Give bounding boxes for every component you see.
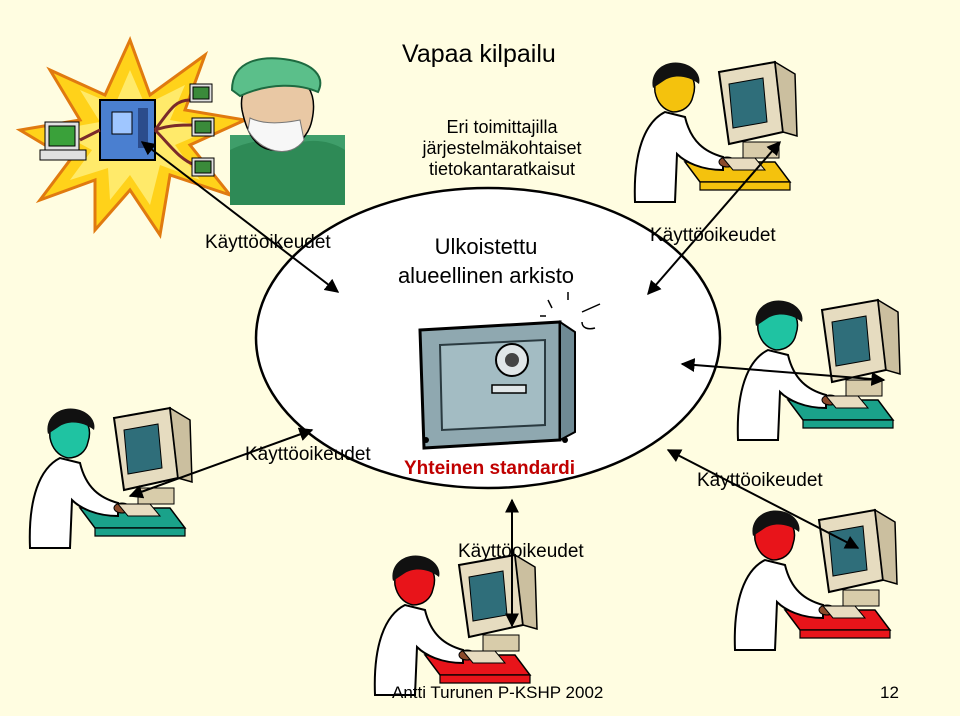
server-network-icon bbox=[39, 83, 215, 177]
subtitle-text: Eri toimittajilla järjestelmäkohtaiset t… bbox=[402, 117, 602, 180]
access-rights-label-left: Käyttöoikeudet bbox=[245, 444, 371, 465]
safe-icon bbox=[418, 292, 601, 450]
access-rights-label-bottom-right: Käyttöoikeudet bbox=[697, 470, 823, 491]
arrow-top-right bbox=[647, 140, 781, 296]
access-rights-label-bottom: Käyttöoikeudet bbox=[458, 541, 584, 562]
archive-label-line: Ulkoistettu bbox=[434, 234, 538, 259]
footer-author: Antti Turunen P-KSHP 2002 bbox=[392, 683, 604, 702]
archive-label-line: alueellinen arkisto bbox=[397, 263, 575, 288]
subtitle-line: Eri toimittajilla bbox=[446, 117, 558, 137]
access-rights-label-top-right: Käyttöoikeudet bbox=[650, 225, 776, 246]
arrow-top-left bbox=[140, 141, 340, 293]
subtitle-line: tietokantaratkaisut bbox=[428, 159, 576, 179]
subtitle-line: järjestelmäkohtaiset bbox=[422, 138, 582, 158]
surgeon-illustration bbox=[230, 57, 345, 205]
archive-label: Ulkoistettu alueellinen arkisto bbox=[378, 232, 594, 290]
arrow-bottom-right bbox=[666, 449, 860, 549]
arrow-mid-right bbox=[680, 358, 886, 386]
page-title: Vapaa kilpailu bbox=[402, 40, 556, 68]
page-number: 12 bbox=[880, 683, 899, 702]
workstation-left bbox=[28, 407, 193, 549]
arrow-left bbox=[128, 427, 314, 499]
workstation-top-right bbox=[633, 61, 798, 203]
workstation-bottom-right bbox=[733, 509, 898, 651]
access-rights-label-top-left: Käyttöoikeudet bbox=[205, 232, 331, 253]
standard-label: Yhteinen standardi bbox=[404, 458, 576, 479]
